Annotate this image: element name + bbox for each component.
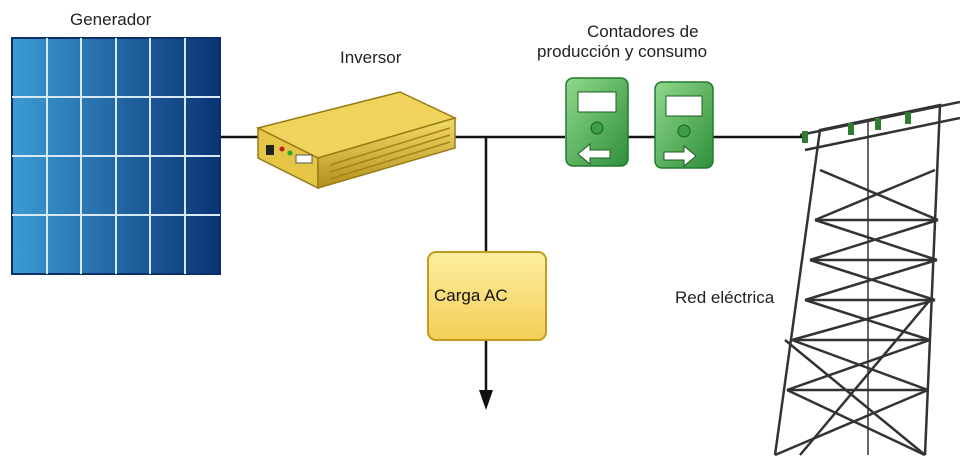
meters-label-line2: producción y consumo bbox=[537, 42, 708, 61]
insulator-icons bbox=[802, 112, 911, 143]
load-box-icon bbox=[427, 251, 547, 341]
grid-label: Red eléctrica bbox=[675, 288, 775, 307]
meter-production-icon bbox=[565, 77, 629, 167]
wiring bbox=[220, 135, 808, 392]
meters-label-line1: Contadores de bbox=[587, 22, 699, 41]
inverter-icon bbox=[255, 91, 458, 190]
load-label: Carga AC bbox=[434, 286, 508, 305]
transmission-tower-icon bbox=[773, 100, 960, 457]
arrow-down-icon bbox=[479, 390, 493, 410]
inverter-label: Inversor bbox=[340, 48, 402, 67]
generator-label: Generador bbox=[70, 10, 152, 29]
solar-panel-icon bbox=[11, 37, 221, 275]
meter-consumption-icon bbox=[654, 81, 714, 169]
